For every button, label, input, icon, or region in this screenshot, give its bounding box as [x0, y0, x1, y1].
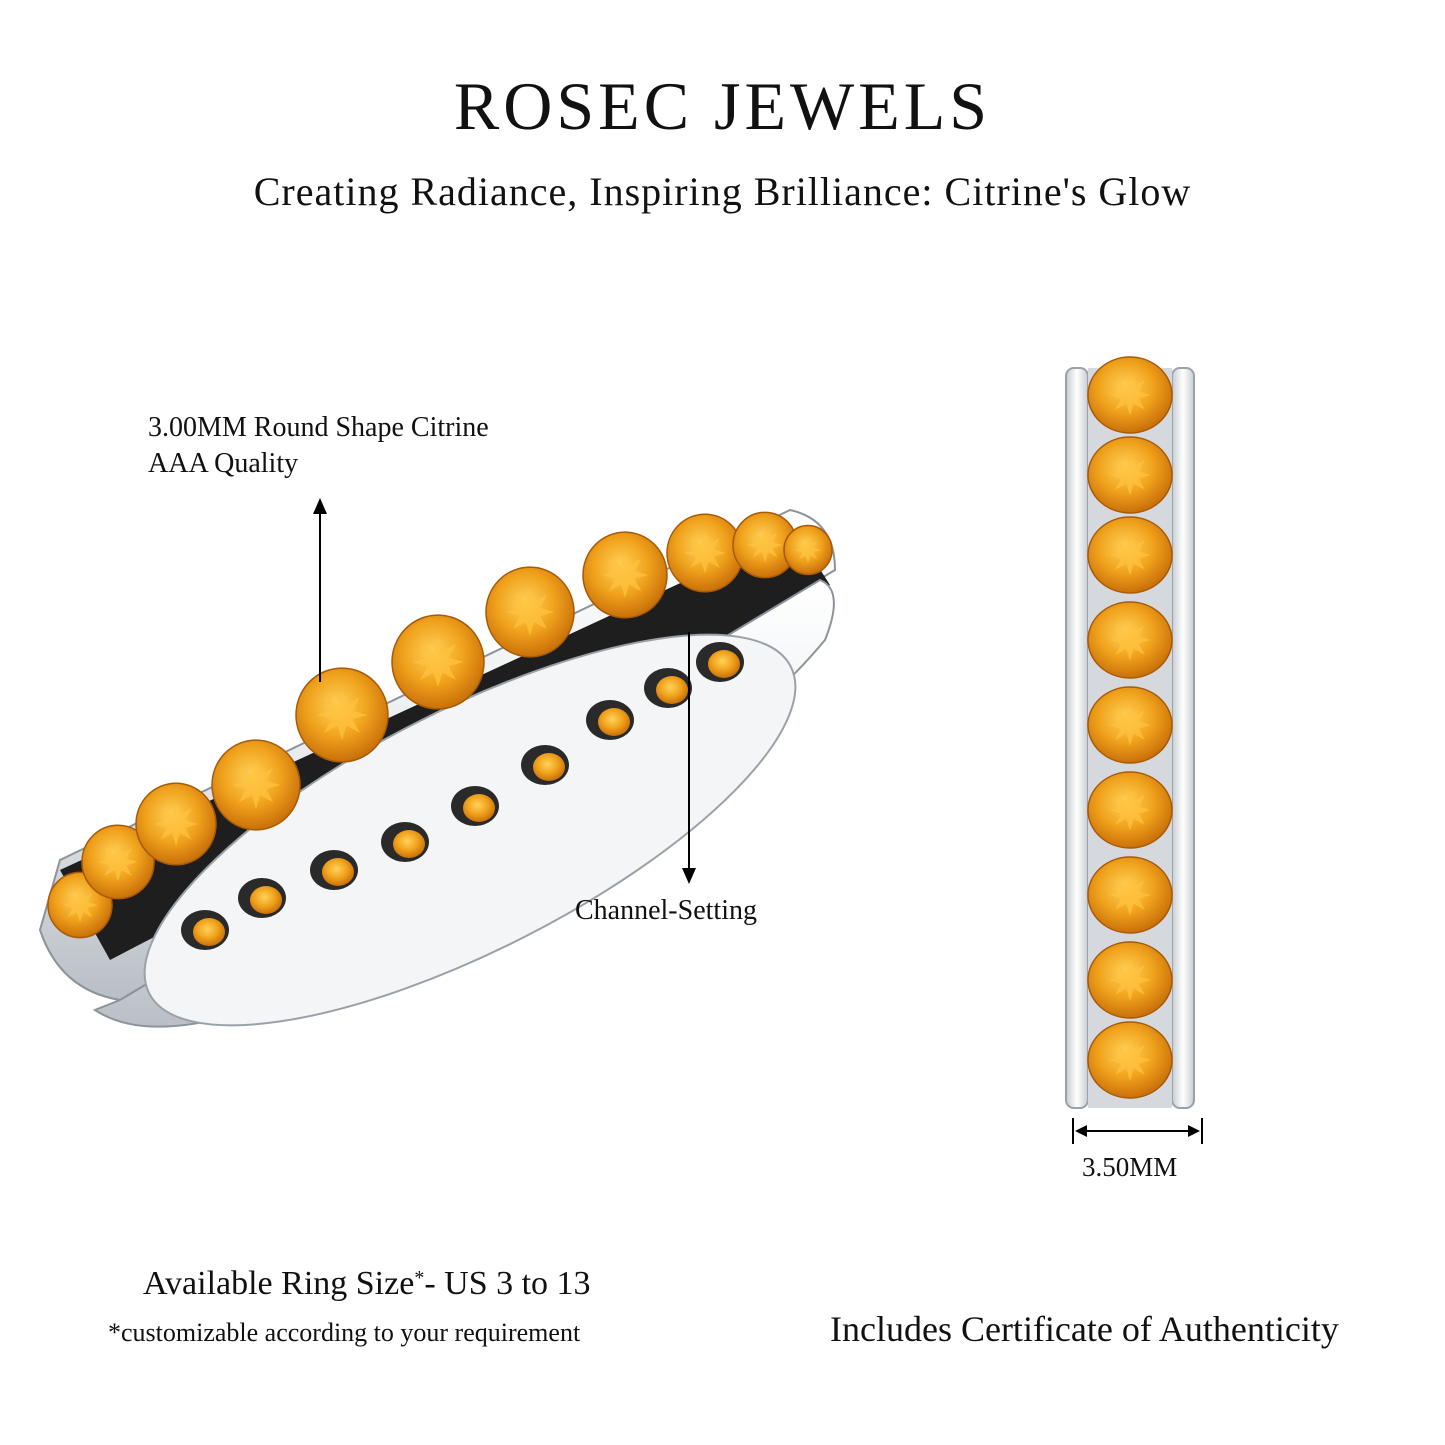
citrine-gem: [783, 524, 833, 576]
citrine-gem: [1087, 1021, 1173, 1099]
citrine-gem: [1087, 516, 1173, 594]
ring-size-asterisk: *: [414, 1267, 425, 1289]
citrine-gem: [666, 513, 744, 593]
gem-callout-arrow: [313, 498, 327, 682]
citrine-gem: [135, 782, 217, 866]
tagline: Creating Radiance, Inspiring Brilliance:…: [253, 169, 1192, 214]
inner-gem-hole: [696, 642, 744, 682]
inner-gem-hole: [310, 850, 358, 890]
inner-gem-hole: [521, 745, 569, 785]
ring-size-info: Available Ring Size*- US 3 to 13: [143, 1265, 591, 1303]
angled-ring: [38, 508, 837, 1028]
citrine-gem: [295, 667, 389, 763]
citrine-gem: [1087, 356, 1173, 434]
inner-gem-hole: [181, 910, 229, 950]
gem-callout: 3.00MM Round Shape Citrine AAA Quality: [148, 410, 489, 483]
citrine-gem: [1087, 436, 1173, 514]
citrine-gem: [211, 739, 301, 831]
citrine-gem: [391, 614, 485, 710]
inner-gem-hole: [238, 878, 286, 918]
citrine-gem: [81, 824, 155, 900]
citrine-gem: [1087, 856, 1173, 934]
vertical-band-right: [1171, 367, 1195, 1109]
setting-callout-arrow: [682, 632, 696, 884]
citrine-gem: [1087, 941, 1173, 1019]
ring-size-prefix: Available Ring Size: [143, 1265, 415, 1302]
width-label: 3.50MM: [1082, 1152, 1178, 1182]
certificate-note: Includes Certificate of Authenticity: [830, 1309, 1339, 1349]
setting-label: Channel-Setting: [575, 895, 757, 926]
ring-size-range: - US 3 to 13: [424, 1265, 591, 1302]
gem-size-label: 3.00MM Round Shape Citrine: [148, 412, 489, 443]
ring-inner-opening: [143, 633, 797, 1027]
inner-gem-hole: [644, 668, 692, 708]
vertical-ring: [1065, 356, 1195, 1109]
citrine-gem: [1087, 686, 1173, 764]
inner-gem-hole: [586, 700, 634, 740]
width-dimension-arrow: [1072, 1118, 1203, 1144]
citrine-gem: [485, 566, 575, 658]
customization-note: *customizable according to your requirem…: [108, 1318, 581, 1347]
inner-gem-hole: [381, 822, 429, 862]
inner-gem-hole: [451, 786, 499, 826]
citrine-gem: [582, 531, 668, 619]
vertical-band-left: [1065, 367, 1089, 1109]
citrine-gem: [1087, 601, 1173, 679]
brand-title: ROSEC JEWELS: [453, 68, 992, 144]
gem-quality-label: AAA Quality: [148, 448, 299, 480]
citrine-gem: [1087, 771, 1173, 849]
